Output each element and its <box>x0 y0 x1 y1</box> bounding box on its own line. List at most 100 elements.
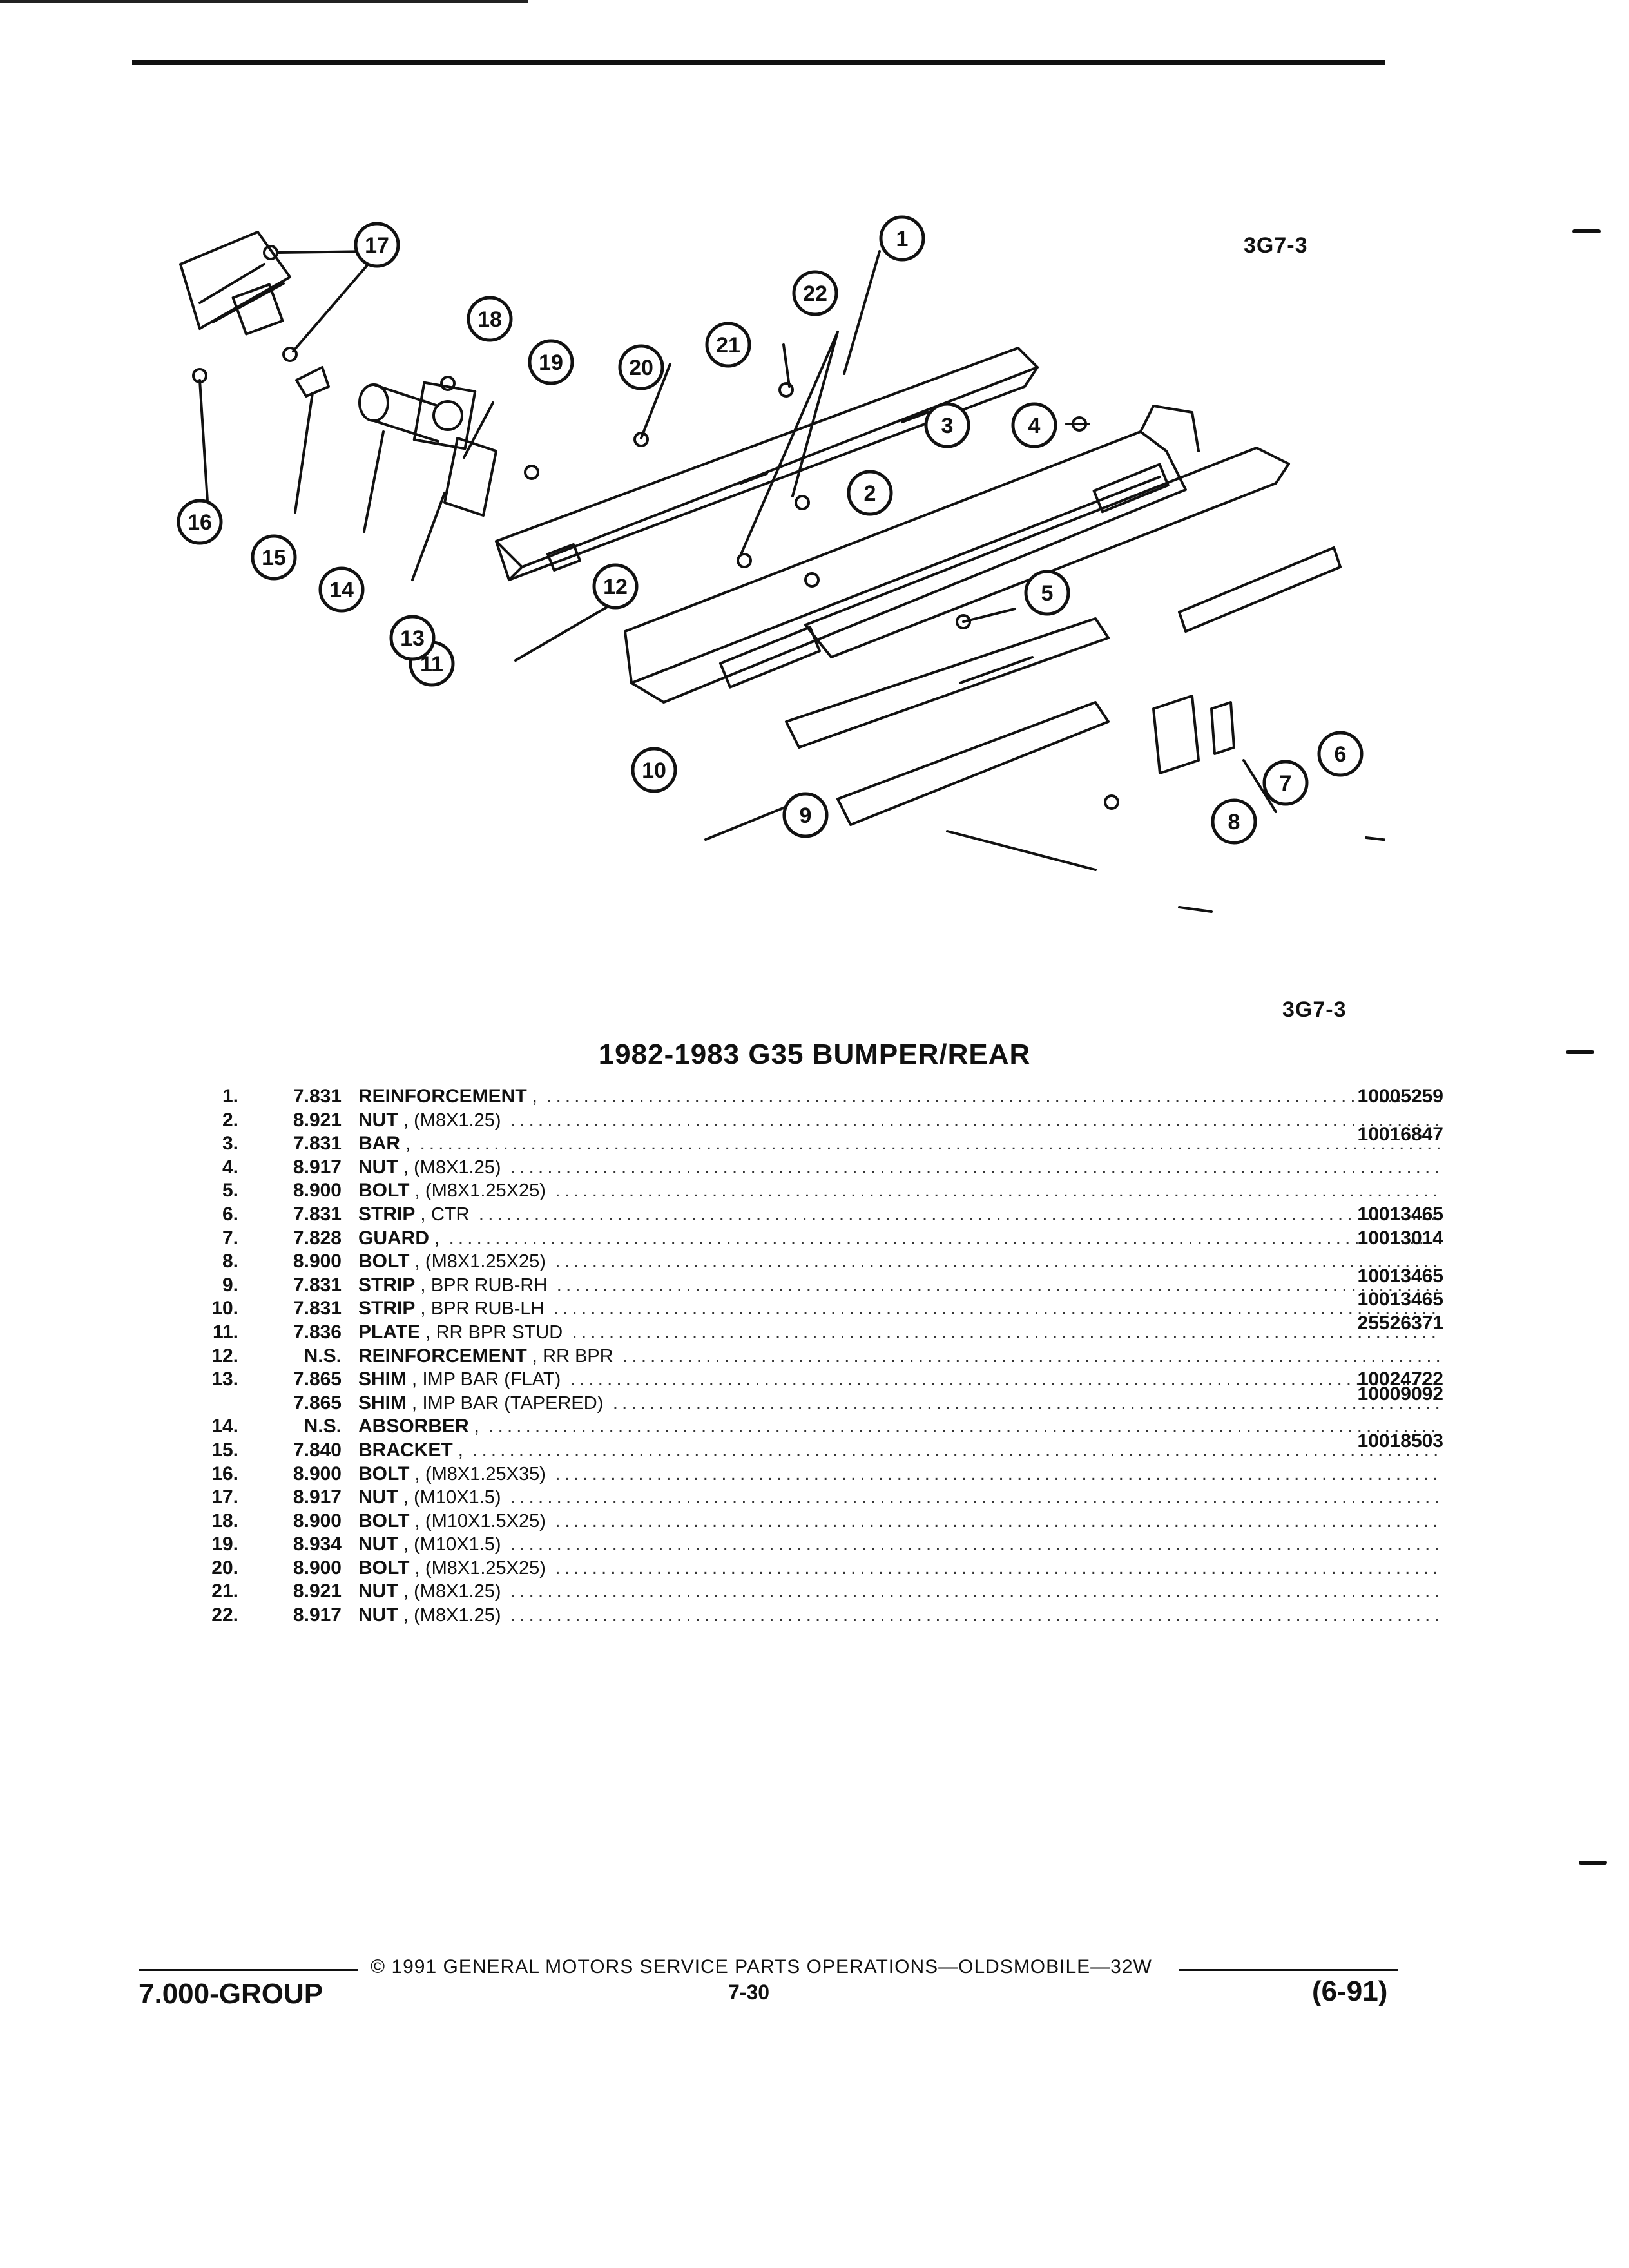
callout-4: 4 <box>1011 402 1057 448</box>
item-number: 11. <box>212 1321 238 1343</box>
item-number: 21. <box>211 1581 238 1602</box>
part-description: (M10X1.5) <box>414 1487 501 1508</box>
separator: , <box>409 1510 420 1532</box>
callout-15: 15 <box>251 534 297 581</box>
item-number: 12. <box>211 1345 238 1367</box>
part-description: (M8X1.25) <box>414 1157 501 1178</box>
part-name: PLATE , RR BPR STUD ....................… <box>358 1321 1441 1344</box>
group-number: 7.865 <box>293 1392 342 1414</box>
callout-9: 9 <box>782 792 829 838</box>
group-number: 7.831 <box>293 1086 342 1107</box>
part-name: BOLT , (M8X1.25X35) ....................… <box>358 1463 1441 1486</box>
leader-dots: ........................................… <box>488 1416 1441 1437</box>
part-name-text: SHIM <box>358 1369 407 1390</box>
leader-dots: ........................................… <box>510 1156 1441 1178</box>
leader-dots: ........................................… <box>472 1439 1441 1461</box>
callout-circle <box>1211 798 1257 845</box>
callout-number: 14 <box>329 578 354 602</box>
group-number: 8.900 <box>293 1251 342 1273</box>
callout-number: 15 <box>262 546 286 570</box>
item-number: 20. <box>211 1557 238 1579</box>
item-number: 18. <box>211 1510 238 1532</box>
callout-1: 1 <box>879 215 925 262</box>
callout-circle <box>1011 402 1057 448</box>
part-name: BOLT , (M8X1.25X25) ....................… <box>358 1557 1441 1580</box>
callout-number: 18 <box>477 307 502 332</box>
part-name: NUT , (M8X1.25) ........................… <box>358 1156 1441 1179</box>
callout-circle <box>705 322 751 368</box>
item-number: 10. <box>211 1298 238 1320</box>
part-description: RR BPR STUD <box>436 1321 563 1343</box>
callout-10: 10 <box>631 747 677 793</box>
group-number: 8.900 <box>293 1510 342 1532</box>
item-number: 7. <box>222 1227 238 1249</box>
item-number: 19. <box>211 1533 238 1555</box>
part-number: 10016847 <box>1357 1124 1443 1146</box>
leader-dots: ........................................… <box>555 1510 1441 1532</box>
callout-22: 22 <box>792 270 838 316</box>
group-number: N.S. <box>304 1416 342 1437</box>
callout-number: 8 <box>1228 810 1240 834</box>
part-name-text: NUT <box>358 1604 398 1626</box>
top-corner-rule <box>0 0 528 3</box>
callout-16: 16 <box>177 499 223 545</box>
part-number: 10018503 <box>1357 1430 1443 1452</box>
copyright-text: © 1991 GENERAL MOTORS SERVICE PARTS OPER… <box>371 1956 1152 1977</box>
part-description: (M8X1.25) <box>414 1110 501 1131</box>
group-number: 8.934 <box>293 1533 342 1555</box>
callout-number: 22 <box>803 282 827 306</box>
callout-number: 21 <box>716 333 740 358</box>
callout-6: 6 <box>1317 731 1364 777</box>
leader-dots: ........................................… <box>478 1203 1441 1225</box>
parts-list-row: 14.N.S.ABSORBER , ......................… <box>193 1415 1441 1439</box>
part-name: BAR , ..................................… <box>358 1132 1441 1155</box>
callout-circle <box>1024 570 1070 616</box>
item-number: 1. <box>222 1086 238 1107</box>
leader-dots: ........................................… <box>510 1486 1441 1508</box>
callout-circle <box>389 615 436 661</box>
part-name: NUT , (M10X1.5) ........................… <box>358 1486 1441 1509</box>
group-number: 8.921 <box>293 1581 342 1602</box>
leader-dots: ........................................… <box>555 1251 1441 1273</box>
part-name-text: GUARD <box>358 1227 429 1249</box>
callout-number: 3 <box>941 414 954 438</box>
rub-strip-rh <box>836 701 1110 826</box>
frame-rail <box>179 231 291 330</box>
part-name: BRACKET , ..............................… <box>358 1439 1441 1462</box>
callout-21: 21 <box>705 322 751 368</box>
leader-dots: ........................................… <box>510 1581 1441 1602</box>
figure-code-top: 3G7-3 <box>1244 233 1308 258</box>
part-description: RR BPR <box>543 1345 613 1367</box>
callout-number: 9 <box>800 803 812 828</box>
callout-5: 5 <box>1024 570 1070 616</box>
callout-circle <box>924 402 970 448</box>
part-description: (M8X1.25X25) <box>425 1180 546 1202</box>
part-name-text: NUT <box>358 1533 398 1555</box>
part-name-text: BOLT <box>358 1557 410 1579</box>
callout-circle <box>177 499 223 545</box>
part-name-text: NUT <box>358 1156 398 1178</box>
callout-number: 13 <box>400 626 425 651</box>
separator: , <box>409 1251 420 1273</box>
center-strip <box>1178 546 1342 633</box>
separator: , <box>407 1392 418 1414</box>
item-number: 13. <box>211 1369 238 1390</box>
leader-dots: ........................................… <box>410 1133 1441 1155</box>
separator: , <box>415 1298 426 1320</box>
part-description: (M8X1.25X25) <box>425 1251 546 1273</box>
callout-circle <box>618 344 664 390</box>
group-number: 7.840 <box>293 1439 342 1461</box>
leader-dots: ........................................… <box>510 1109 1441 1131</box>
callout-circle <box>879 215 925 262</box>
separator: , <box>409 1463 420 1485</box>
group-number: N.S. <box>304 1345 342 1367</box>
